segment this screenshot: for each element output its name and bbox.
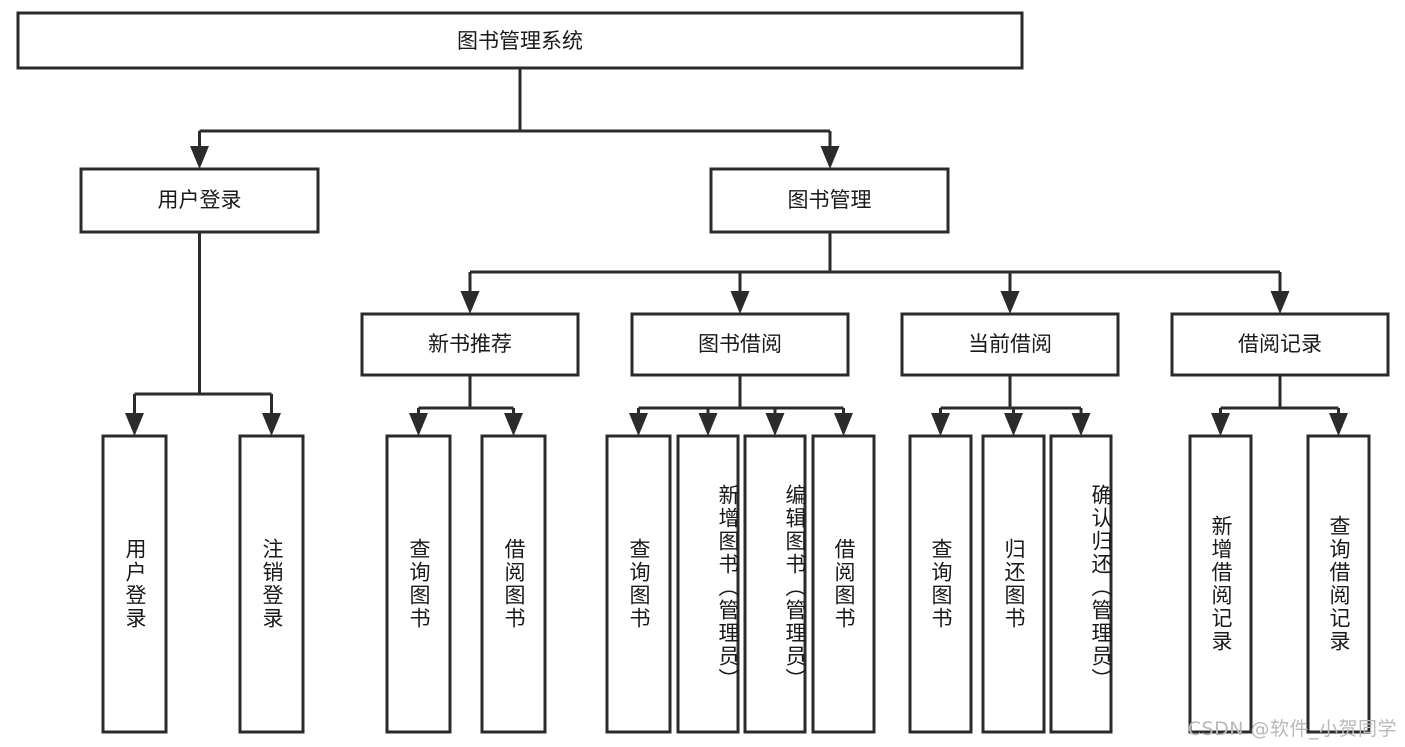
connectors-layer bbox=[125, 68, 1348, 436]
user-login-box[interactable] bbox=[79, 167, 320, 234]
book-borrow-label: 图书借阅 bbox=[698, 332, 782, 356]
edge-records-bus bbox=[1219, 375, 1340, 419]
arrow-userlogin-to-login bbox=[125, 413, 144, 436]
arrow-records-to-add bbox=[1211, 413, 1230, 436]
edge-newbook-bus bbox=[417, 375, 515, 419]
node-book-borrow[interactable]: 图书借阅 bbox=[630, 312, 850, 377]
arrow-borrow-to-query bbox=[629, 413, 648, 436]
leaf-box-query-book-a[interactable] bbox=[385, 434, 452, 734]
root-label: 图书管理系统 bbox=[457, 29, 583, 53]
current-borrow-box[interactable] bbox=[900, 312, 1120, 377]
borrow-records-label: 借阅记录 bbox=[1238, 332, 1322, 356]
edge-root-bus bbox=[198, 68, 832, 152]
book-management-label: 图书管理 bbox=[788, 188, 872, 212]
arrow-userlogin-to-logout bbox=[262, 413, 281, 436]
arrow-borrow-to-add bbox=[698, 413, 718, 436]
arrow-newbook-to-borrow bbox=[504, 413, 523, 436]
edge-current-bus bbox=[939, 375, 1083, 419]
node-root-system[interactable]: 图书管理系统 bbox=[16, 11, 1024, 70]
leaf-box-borrow-book-b[interactable] bbox=[811, 434, 876, 734]
root-box[interactable] bbox=[16, 11, 1024, 70]
arrow-bookmgmt-to-newbook bbox=[460, 291, 480, 314]
arrow-records-to-query bbox=[1329, 413, 1348, 436]
leaf-box-return-book[interactable] bbox=[981, 434, 1046, 734]
leaf-box-query-record[interactable] bbox=[1306, 434, 1371, 734]
arrow-current-to-query bbox=[931, 413, 950, 436]
node-book-management[interactable]: 图书管理 bbox=[709, 167, 950, 234]
arrow-current-to-return bbox=[1004, 413, 1023, 436]
arrow-newbook-to-query bbox=[409, 413, 428, 436]
leaf-box-query-book-b[interactable] bbox=[605, 434, 672, 734]
leaf-box-add-book[interactable] bbox=[676, 434, 740, 734]
edge-bookmgmt-bus bbox=[468, 232, 1282, 297]
node-new-book-recommend[interactable]: 新书推荐 bbox=[360, 312, 580, 377]
arrow-root-to-book-mgmt bbox=[820, 146, 840, 169]
user-login-label: 用户登录 bbox=[158, 188, 242, 212]
book-management-box[interactable] bbox=[709, 167, 950, 234]
node-user-login[interactable]: 用户登录 bbox=[79, 167, 320, 234]
leaf-box-edit-book[interactable] bbox=[743, 434, 807, 734]
new-book-recommend-box[interactable] bbox=[360, 312, 580, 377]
arrow-current-to-confirm bbox=[1071, 413, 1091, 436]
node-borrow-records[interactable]: 借阅记录 bbox=[1170, 312, 1390, 377]
edge-userlogin-bus bbox=[133, 232, 273, 419]
new-book-recommend-label: 新书推荐 bbox=[428, 332, 512, 356]
arrow-bookmgmt-to-current bbox=[1000, 291, 1020, 314]
leaf-box-user-logout[interactable] bbox=[238, 434, 305, 734]
leaf-box-query-book-c[interactable] bbox=[908, 434, 973, 734]
edge-borrow-bus bbox=[637, 375, 845, 419]
watermark-text: CSDN @软件_小贺同学 bbox=[1187, 718, 1397, 740]
leaf-box-borrow-book-a[interactable] bbox=[480, 434, 547, 734]
arrow-bookmgmt-to-borrow bbox=[730, 291, 750, 314]
leaf-boxes-layer bbox=[101, 434, 1371, 734]
node-current-borrow[interactable]: 当前借阅 bbox=[900, 312, 1120, 377]
arrow-root-to-user-login bbox=[190, 146, 209, 169]
arrow-borrow-to-lend bbox=[834, 413, 853, 436]
current-borrow-label: 当前借阅 bbox=[968, 332, 1052, 356]
book-borrow-box[interactable] bbox=[630, 312, 850, 377]
leaf-box-user-login[interactable] bbox=[101, 434, 168, 734]
leaf-box-add-record[interactable] bbox=[1188, 434, 1253, 734]
leaf-box-confirm-return[interactable] bbox=[1049, 434, 1113, 734]
arrow-bookmgmt-to-records bbox=[1270, 291, 1290, 314]
borrow-records-box[interactable] bbox=[1170, 312, 1390, 377]
arrow-borrow-to-edit bbox=[765, 413, 785, 436]
